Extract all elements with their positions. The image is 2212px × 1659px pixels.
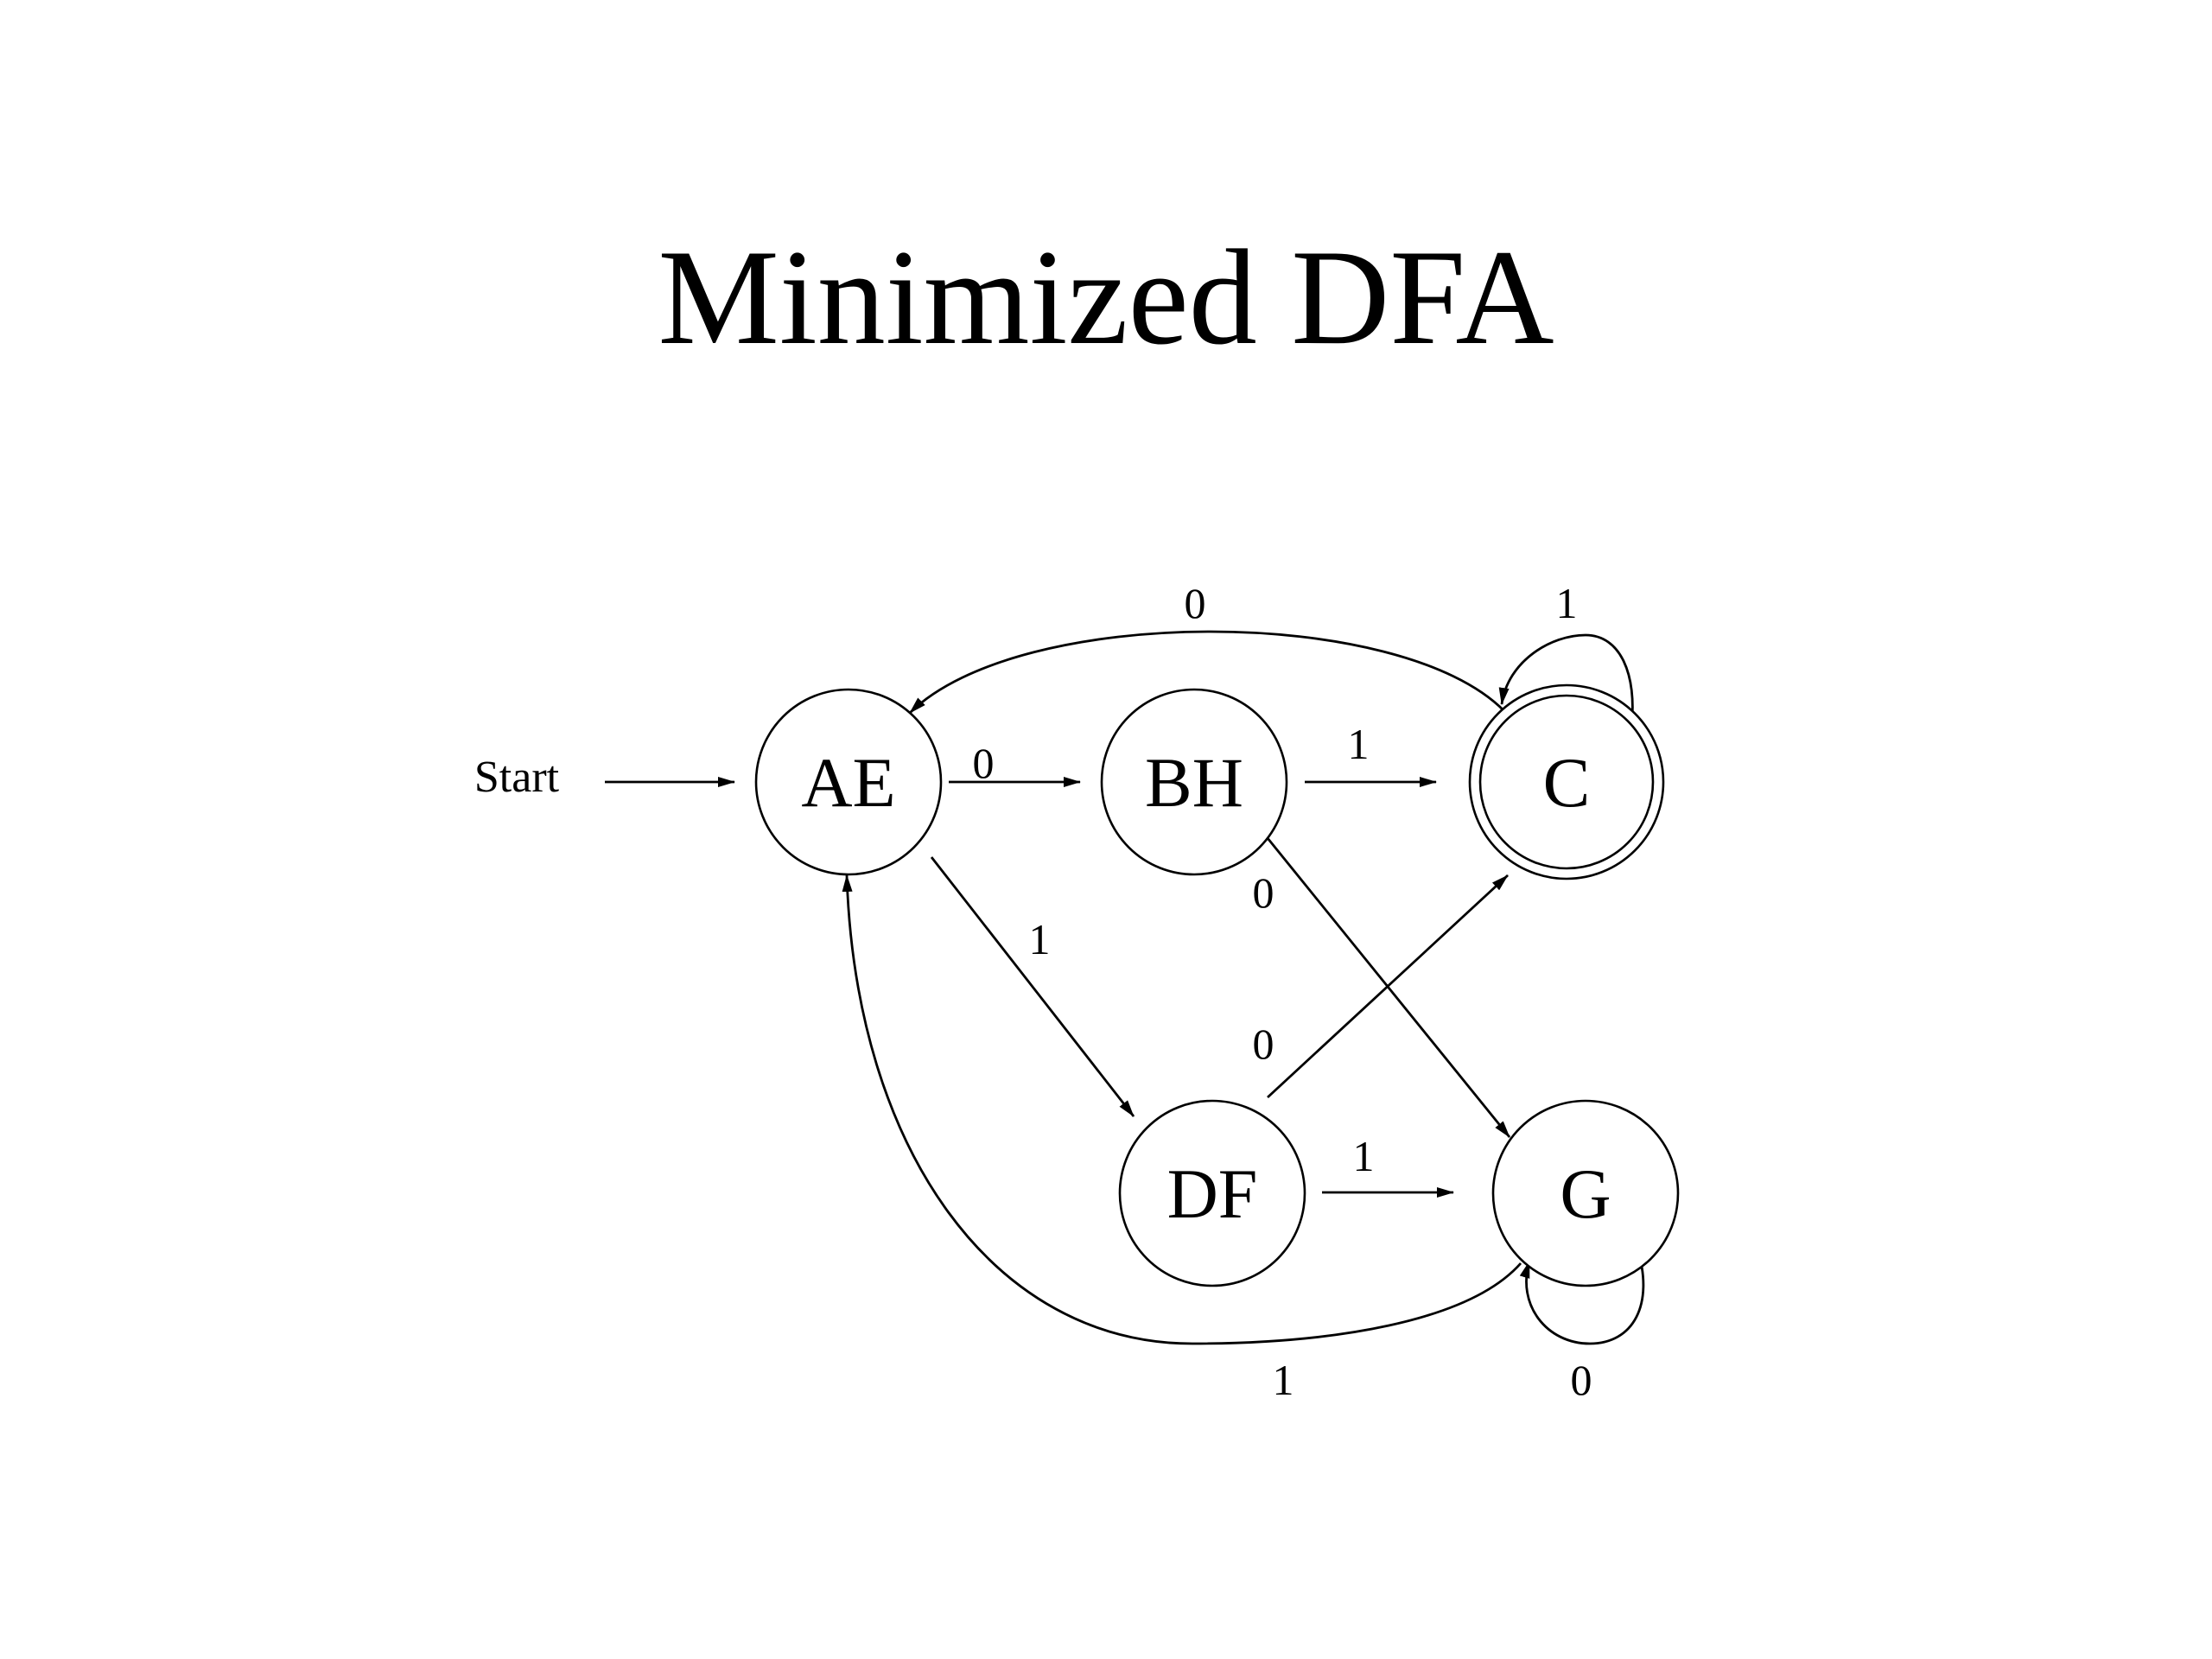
edge-label-g-self: 0 [1571,1356,1592,1404]
state-label-bh: BH [1145,743,1243,822]
state-c: C [1468,683,1665,880]
accepting-ring [1478,694,1655,870]
edge-bh-g [1266,837,1511,1138]
edge-g-self [1519,1248,1645,1345]
state-ae: AE [754,688,943,876]
state-label-ae: AE [801,743,895,822]
edge-ae-df [930,856,1135,1117]
edge-c-self [1498,633,1634,728]
state-label-g: G [1560,1154,1611,1233]
edge-label-df-g: 1 [1353,1132,1375,1180]
edge-label-ae-bh: 0 [973,739,995,787]
edge-label-df-c: 0 [1253,1020,1274,1068]
edge-label-g-ae: 1 [1273,1356,1294,1404]
state-label-df: DF [1167,1154,1258,1233]
edge-label-bh-g: 0 [1253,868,1274,917]
state-df: DF [1118,1099,1306,1287]
edge-label-ae-df: 1 [1029,915,1051,963]
page-title: Minimized DFA [658,222,1554,373]
state-g: G [1491,1099,1680,1287]
state-bh: BH [1100,688,1288,876]
edge-label-c-self: 1 [1556,579,1578,627]
edge-c-ae [909,630,1505,714]
start-label: Start [474,753,560,802]
edge-df-c [1267,874,1509,1099]
edge-label-bh-c: 1 [1348,720,1370,768]
edge-g-ae [842,874,1522,1345]
edge-label-c-ae: 0 [1185,579,1206,627]
state-label-c: C [1543,743,1591,822]
